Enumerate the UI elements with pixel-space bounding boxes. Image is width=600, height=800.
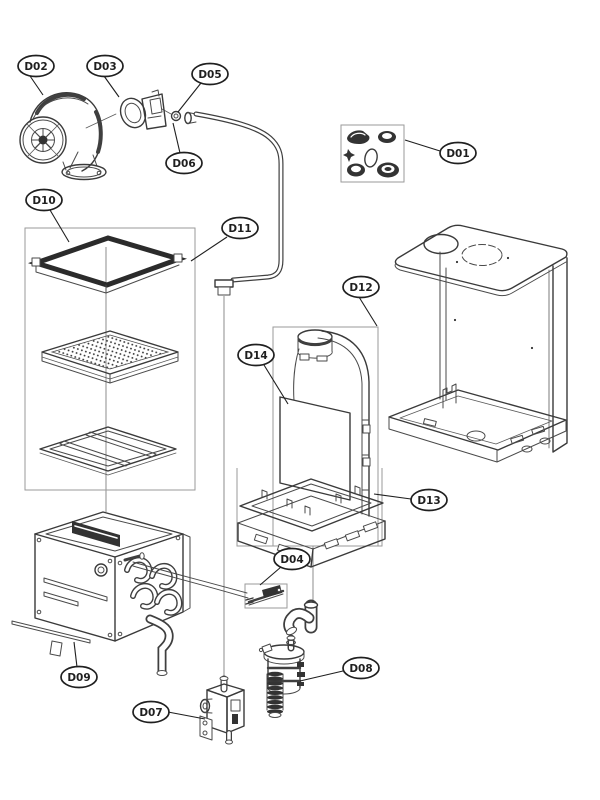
callout-d11-label: D11 <box>228 223 251 235</box>
hardware-kit-box <box>340 124 405 183</box>
igniter-electrode <box>245 585 285 606</box>
callout-d10-label: D10 <box>32 195 55 207</box>
callout-d13: D13 <box>373 488 448 512</box>
top-gasket-frame <box>27 235 188 294</box>
supply-tube <box>193 111 284 296</box>
callout-d07-label: D07 <box>139 707 162 719</box>
callout-d13-label: D13 <box>417 495 440 507</box>
callout-d06-label: D06 <box>172 158 195 170</box>
insulation-panel <box>279 396 351 501</box>
callout-d02: D02 <box>17 54 55 96</box>
callout-d04: D04 <box>259 547 311 586</box>
callout-d12: D12 <box>342 275 380 327</box>
callout-d02-label: D02 <box>24 61 47 73</box>
mounting-strip <box>11 620 91 657</box>
callout-d08-label: D08 <box>349 663 372 675</box>
callout-d05-label: D05 <box>198 69 221 81</box>
igniter-box <box>244 583 288 609</box>
coil-tubes <box>124 557 183 616</box>
callout-d10: D10 <box>25 188 70 243</box>
hardware-kit-parts <box>343 130 399 178</box>
callout-d03-label: D03 <box>93 61 116 73</box>
igniter-wires <box>132 561 249 599</box>
callout-d14-label: D14 <box>244 350 267 362</box>
callout-d04-label: D04 <box>280 554 303 566</box>
retaining-ring <box>170 110 182 122</box>
filter-screen <box>41 330 179 384</box>
bottom-frame <box>39 426 177 476</box>
base-pan <box>237 478 386 568</box>
base-pan-box <box>236 468 383 547</box>
duct-assembly <box>293 329 371 517</box>
callout-d03: D03 <box>86 54 124 98</box>
callout-d08: D08 <box>299 656 380 682</box>
pump-assembly <box>258 634 305 718</box>
callout-d09: D09 <box>60 641 98 689</box>
cabinet-frame <box>388 224 568 463</box>
callout-d09-label: D09 <box>67 672 90 684</box>
callout-d07: D07 <box>132 700 206 724</box>
callout-d05: D05 <box>177 62 229 113</box>
drain-pipe <box>145 614 174 676</box>
callout-d12-label: D12 <box>349 282 372 294</box>
callout-d14: D14 <box>237 343 289 405</box>
callouts: D02 D03 D05 D06 D01 D10 <box>17 54 477 724</box>
callout-d01: D01 <box>404 139 477 165</box>
drain-elbow <box>283 599 319 636</box>
gas-valve <box>199 675 245 745</box>
callout-d01-label: D01 <box>446 148 469 160</box>
blower-assembly <box>19 92 107 181</box>
callout-d11: D11 <box>190 216 259 262</box>
callout-d06: D06 <box>165 122 203 175</box>
filter-stack-box <box>24 227 196 491</box>
heat-exchanger <box>34 511 191 676</box>
corrugated-hose <box>266 671 284 718</box>
inducer-motor <box>119 89 167 130</box>
